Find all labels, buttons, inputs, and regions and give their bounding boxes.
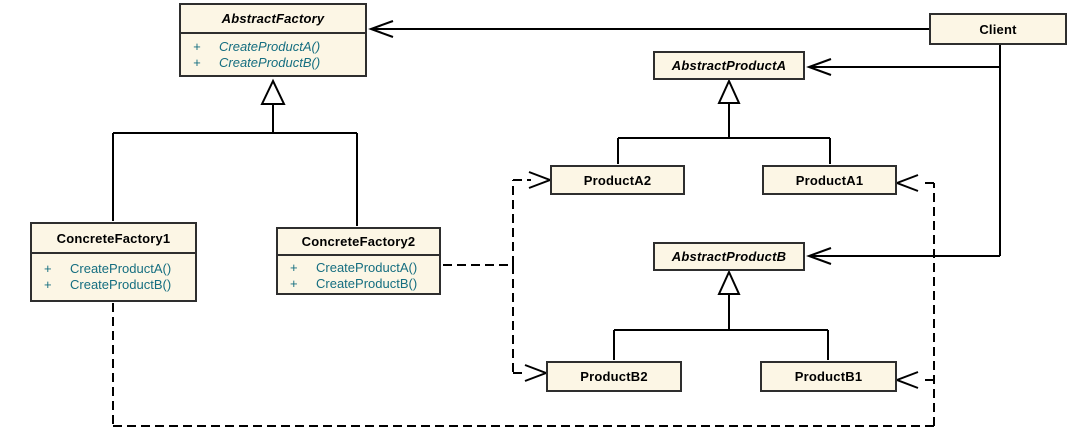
class-methods: + CreateProductA() + CreateProductB() (278, 254, 439, 293)
method-create-product-a: + CreateProductA() (193, 39, 361, 54)
class-title: Client (979, 21, 1017, 37)
method-signature: CreateProductA() (70, 261, 172, 276)
class-client: Client (929, 13, 1067, 45)
method-signature: CreateProductA() (219, 39, 321, 54)
class-concrete-factory1: ConcreteFactory1 + CreateProductA() + Cr… (30, 222, 197, 302)
generalization-triangle-abstractproducta (717, 78, 741, 104)
method-create-product-a: + CreateProductA() (44, 261, 191, 276)
visibility-sign: + (44, 261, 52, 276)
class-title: ProductA1 (795, 172, 864, 188)
class-product-b1: ProductB1 (760, 361, 897, 392)
class-concrete-factory2: ConcreteFactory2 + CreateProductA() + Cr… (276, 227, 441, 295)
generalization-productb-tree (613, 294, 829, 360)
class-title: AbstractProductA (671, 58, 787, 73)
class-methods: + CreateProductA() + CreateProductB() (32, 252, 195, 300)
visibility-sign: + (290, 260, 298, 275)
class-abstract-product-b: AbstractProductB (653, 242, 805, 271)
dependency-arrowhead-producta1 (894, 174, 919, 192)
generalization-factories-tree (112, 104, 358, 226)
association-arrowhead-abstractproducta (806, 58, 832, 76)
dependency-arrowhead-producta2 (528, 171, 553, 189)
visibility-sign: + (193, 55, 201, 70)
dependency-arrowhead-productb1 (894, 371, 919, 389)
class-product-a2: ProductA2 (550, 165, 685, 195)
method-signature: CreateProductB() (316, 276, 418, 291)
method-create-product-b: + CreateProductB() (193, 55, 361, 70)
class-title: ProductA2 (583, 172, 652, 188)
method-signature: CreateProductB() (70, 277, 172, 292)
class-title: AbstractProductB (671, 249, 787, 264)
class-title: ConcreteFactory1 (56, 230, 171, 246)
method-create-product-a: + CreateProductA() (290, 260, 435, 275)
class-title: ProductB1 (794, 369, 863, 384)
method-create-product-b: + CreateProductB() (290, 276, 435, 291)
class-methods: + CreateProductA() + CreateProductB() (181, 32, 365, 75)
dependency-arrowhead-productb2 (524, 364, 549, 382)
visibility-sign: + (193, 39, 201, 54)
generalization-triangle-abstractfactory (260, 78, 286, 105)
class-title: ProductB2 (580, 369, 648, 384)
dependency-concretefactory2-path (443, 179, 531, 374)
class-title: ConcreteFactory2 (301, 234, 416, 249)
class-product-a1: ProductA1 (762, 165, 897, 195)
class-abstract-factory: AbstractFactory + CreateProductA() + Cre… (179, 3, 367, 77)
visibility-sign: + (44, 277, 52, 292)
class-title: AbstractFactory (221, 11, 325, 26)
association-arrowhead-abstractfactory (368, 20, 394, 38)
association-arrowhead-abstractproductb (806, 247, 832, 265)
method-signature: CreateProductB() (219, 55, 321, 70)
generalization-producta-tree (617, 103, 831, 164)
class-product-b2: ProductB2 (546, 361, 682, 392)
class-abstract-product-a: AbstractProductA (653, 51, 805, 80)
visibility-sign: + (290, 276, 298, 291)
method-signature: CreateProductA() (316, 260, 418, 275)
method-create-product-b: + CreateProductB() (44, 277, 191, 292)
generalization-triangle-abstractproductb (717, 269, 741, 295)
